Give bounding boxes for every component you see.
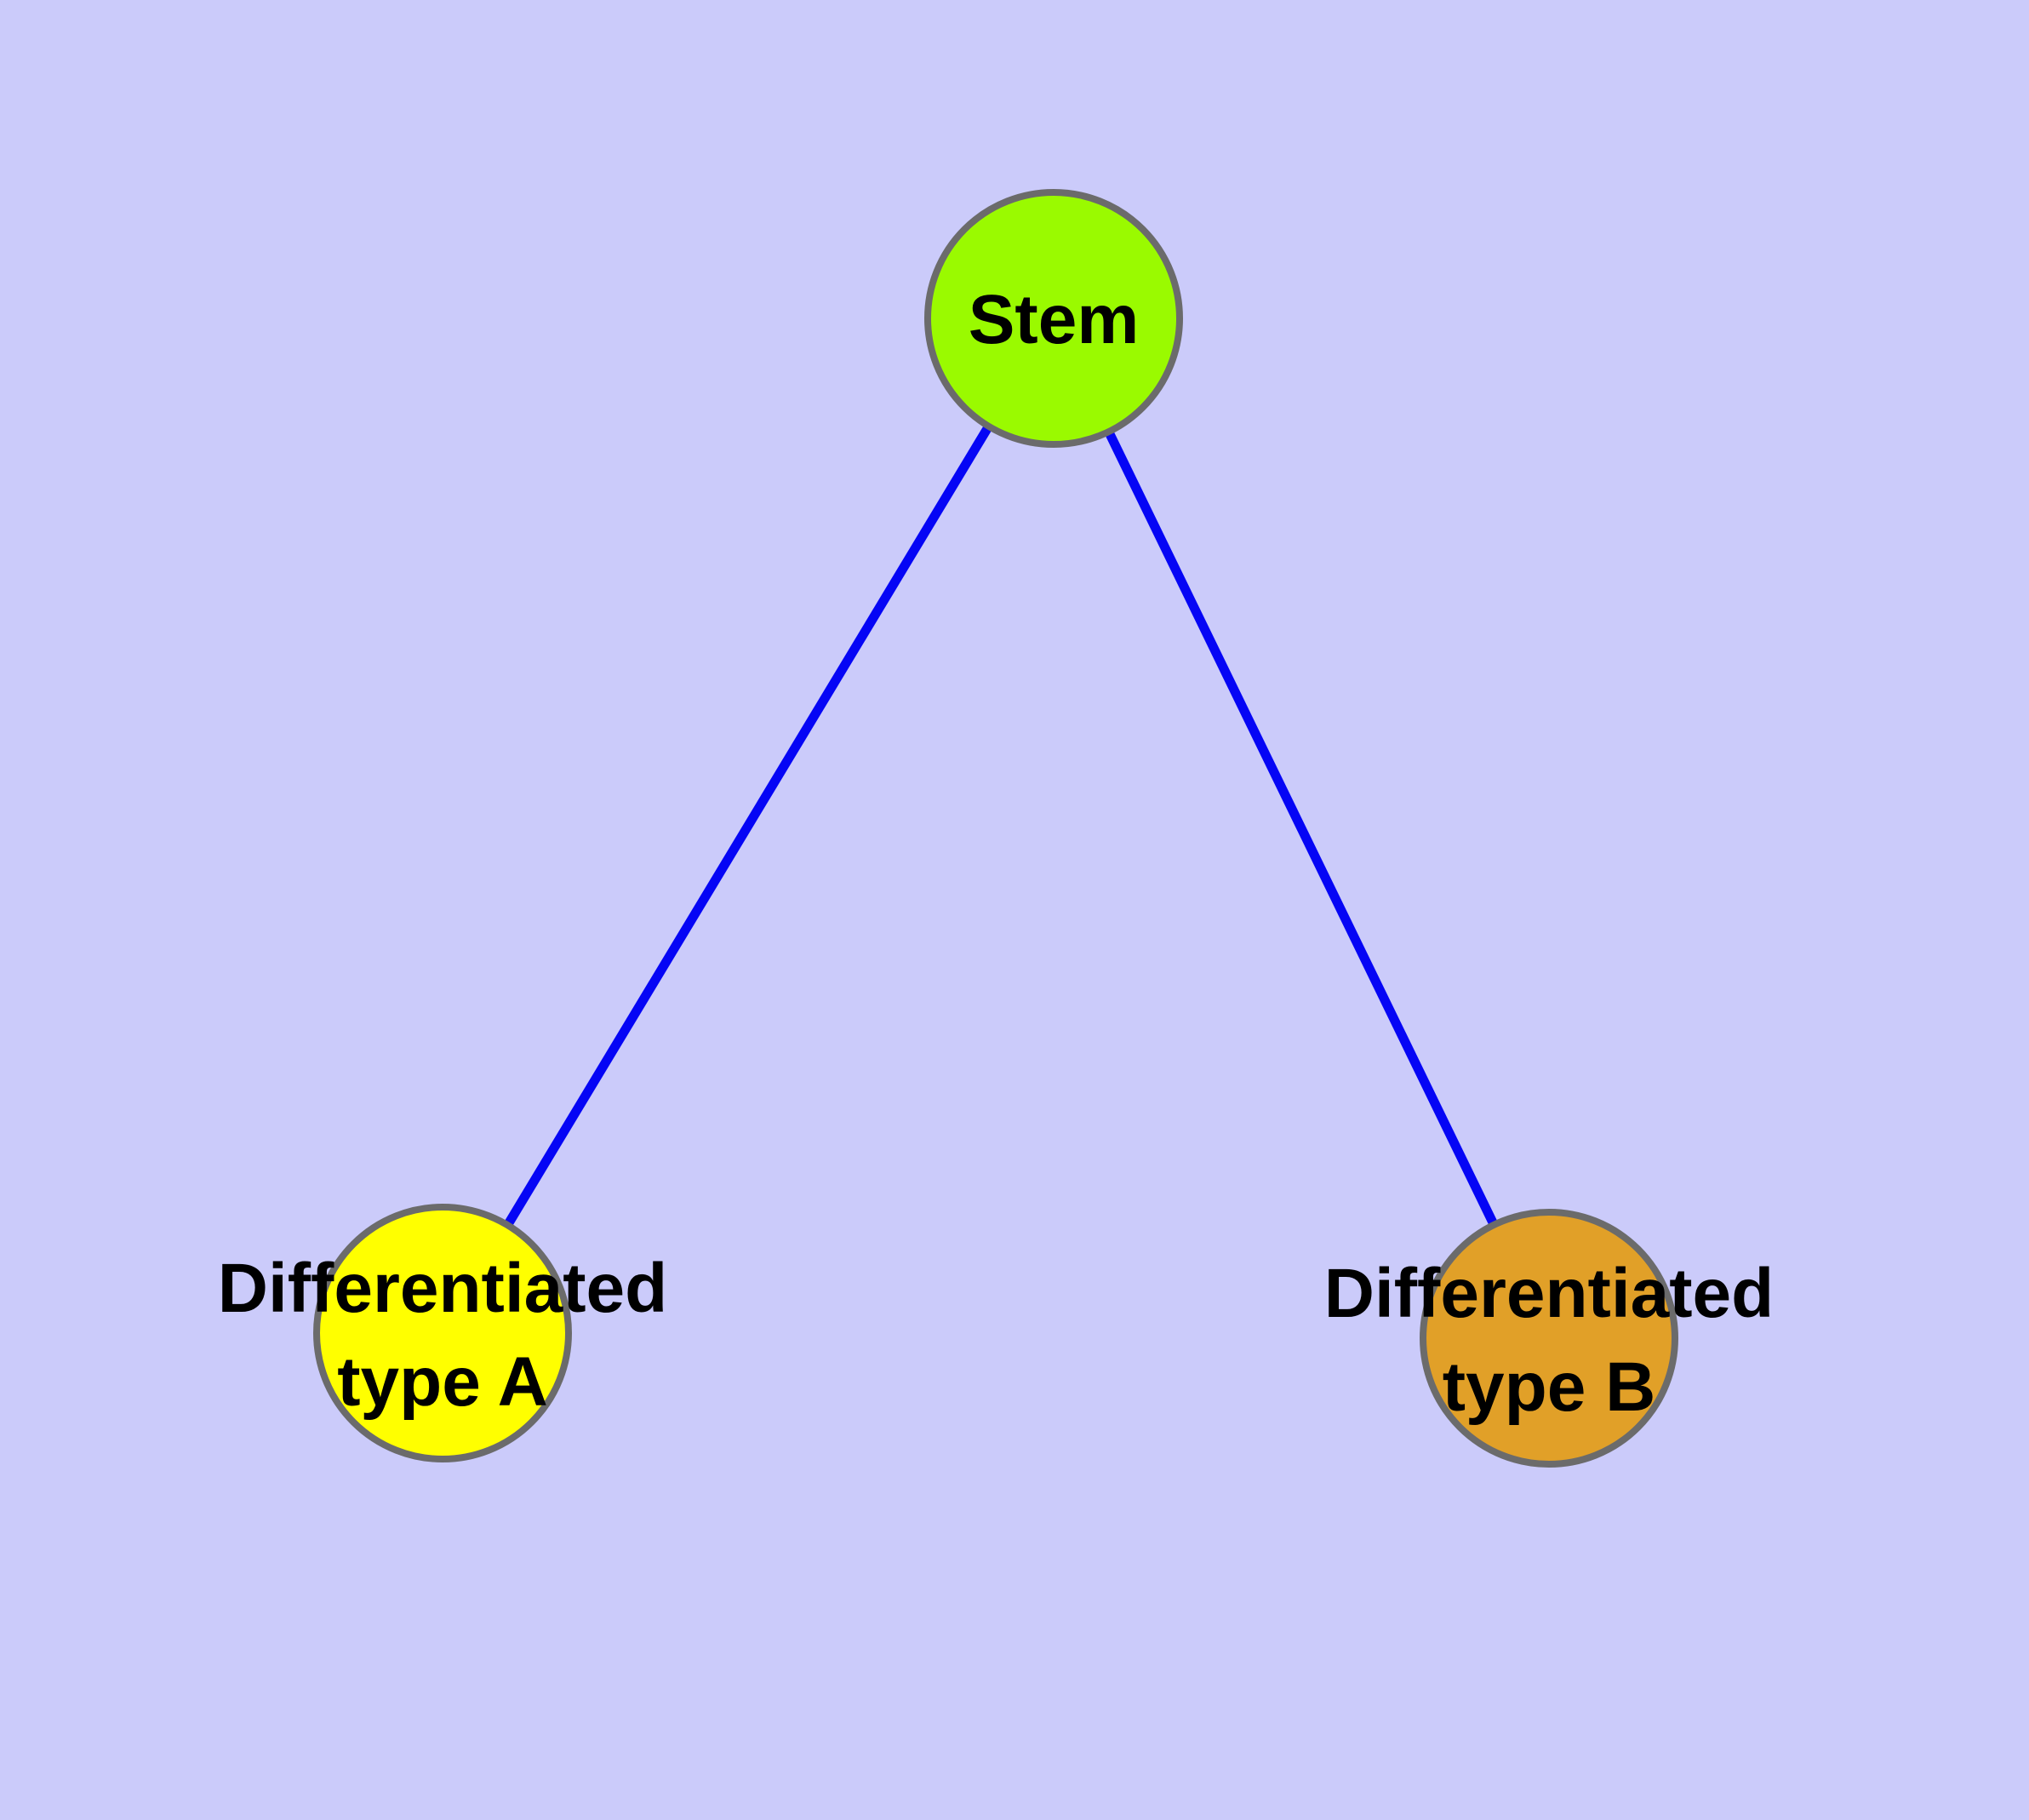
node-type-a-circle xyxy=(313,1204,572,1462)
node-type-a-label-line1: Differentiated xyxy=(218,1250,668,1327)
node-type-b-label-line2: type B xyxy=(1443,1348,1656,1426)
node-type-a-label-line2: type A xyxy=(337,1343,548,1421)
node-type-b-circle xyxy=(1420,1209,1678,1468)
edge-stem-to-type-a xyxy=(438,316,1058,1336)
edge-stem-to-type-b xyxy=(1049,316,1553,1341)
node-type-b-label-line1: Differentiated xyxy=(1324,1255,1775,1332)
node-stem-label: Stem xyxy=(969,281,1140,358)
node-stem-circle xyxy=(924,189,1183,448)
